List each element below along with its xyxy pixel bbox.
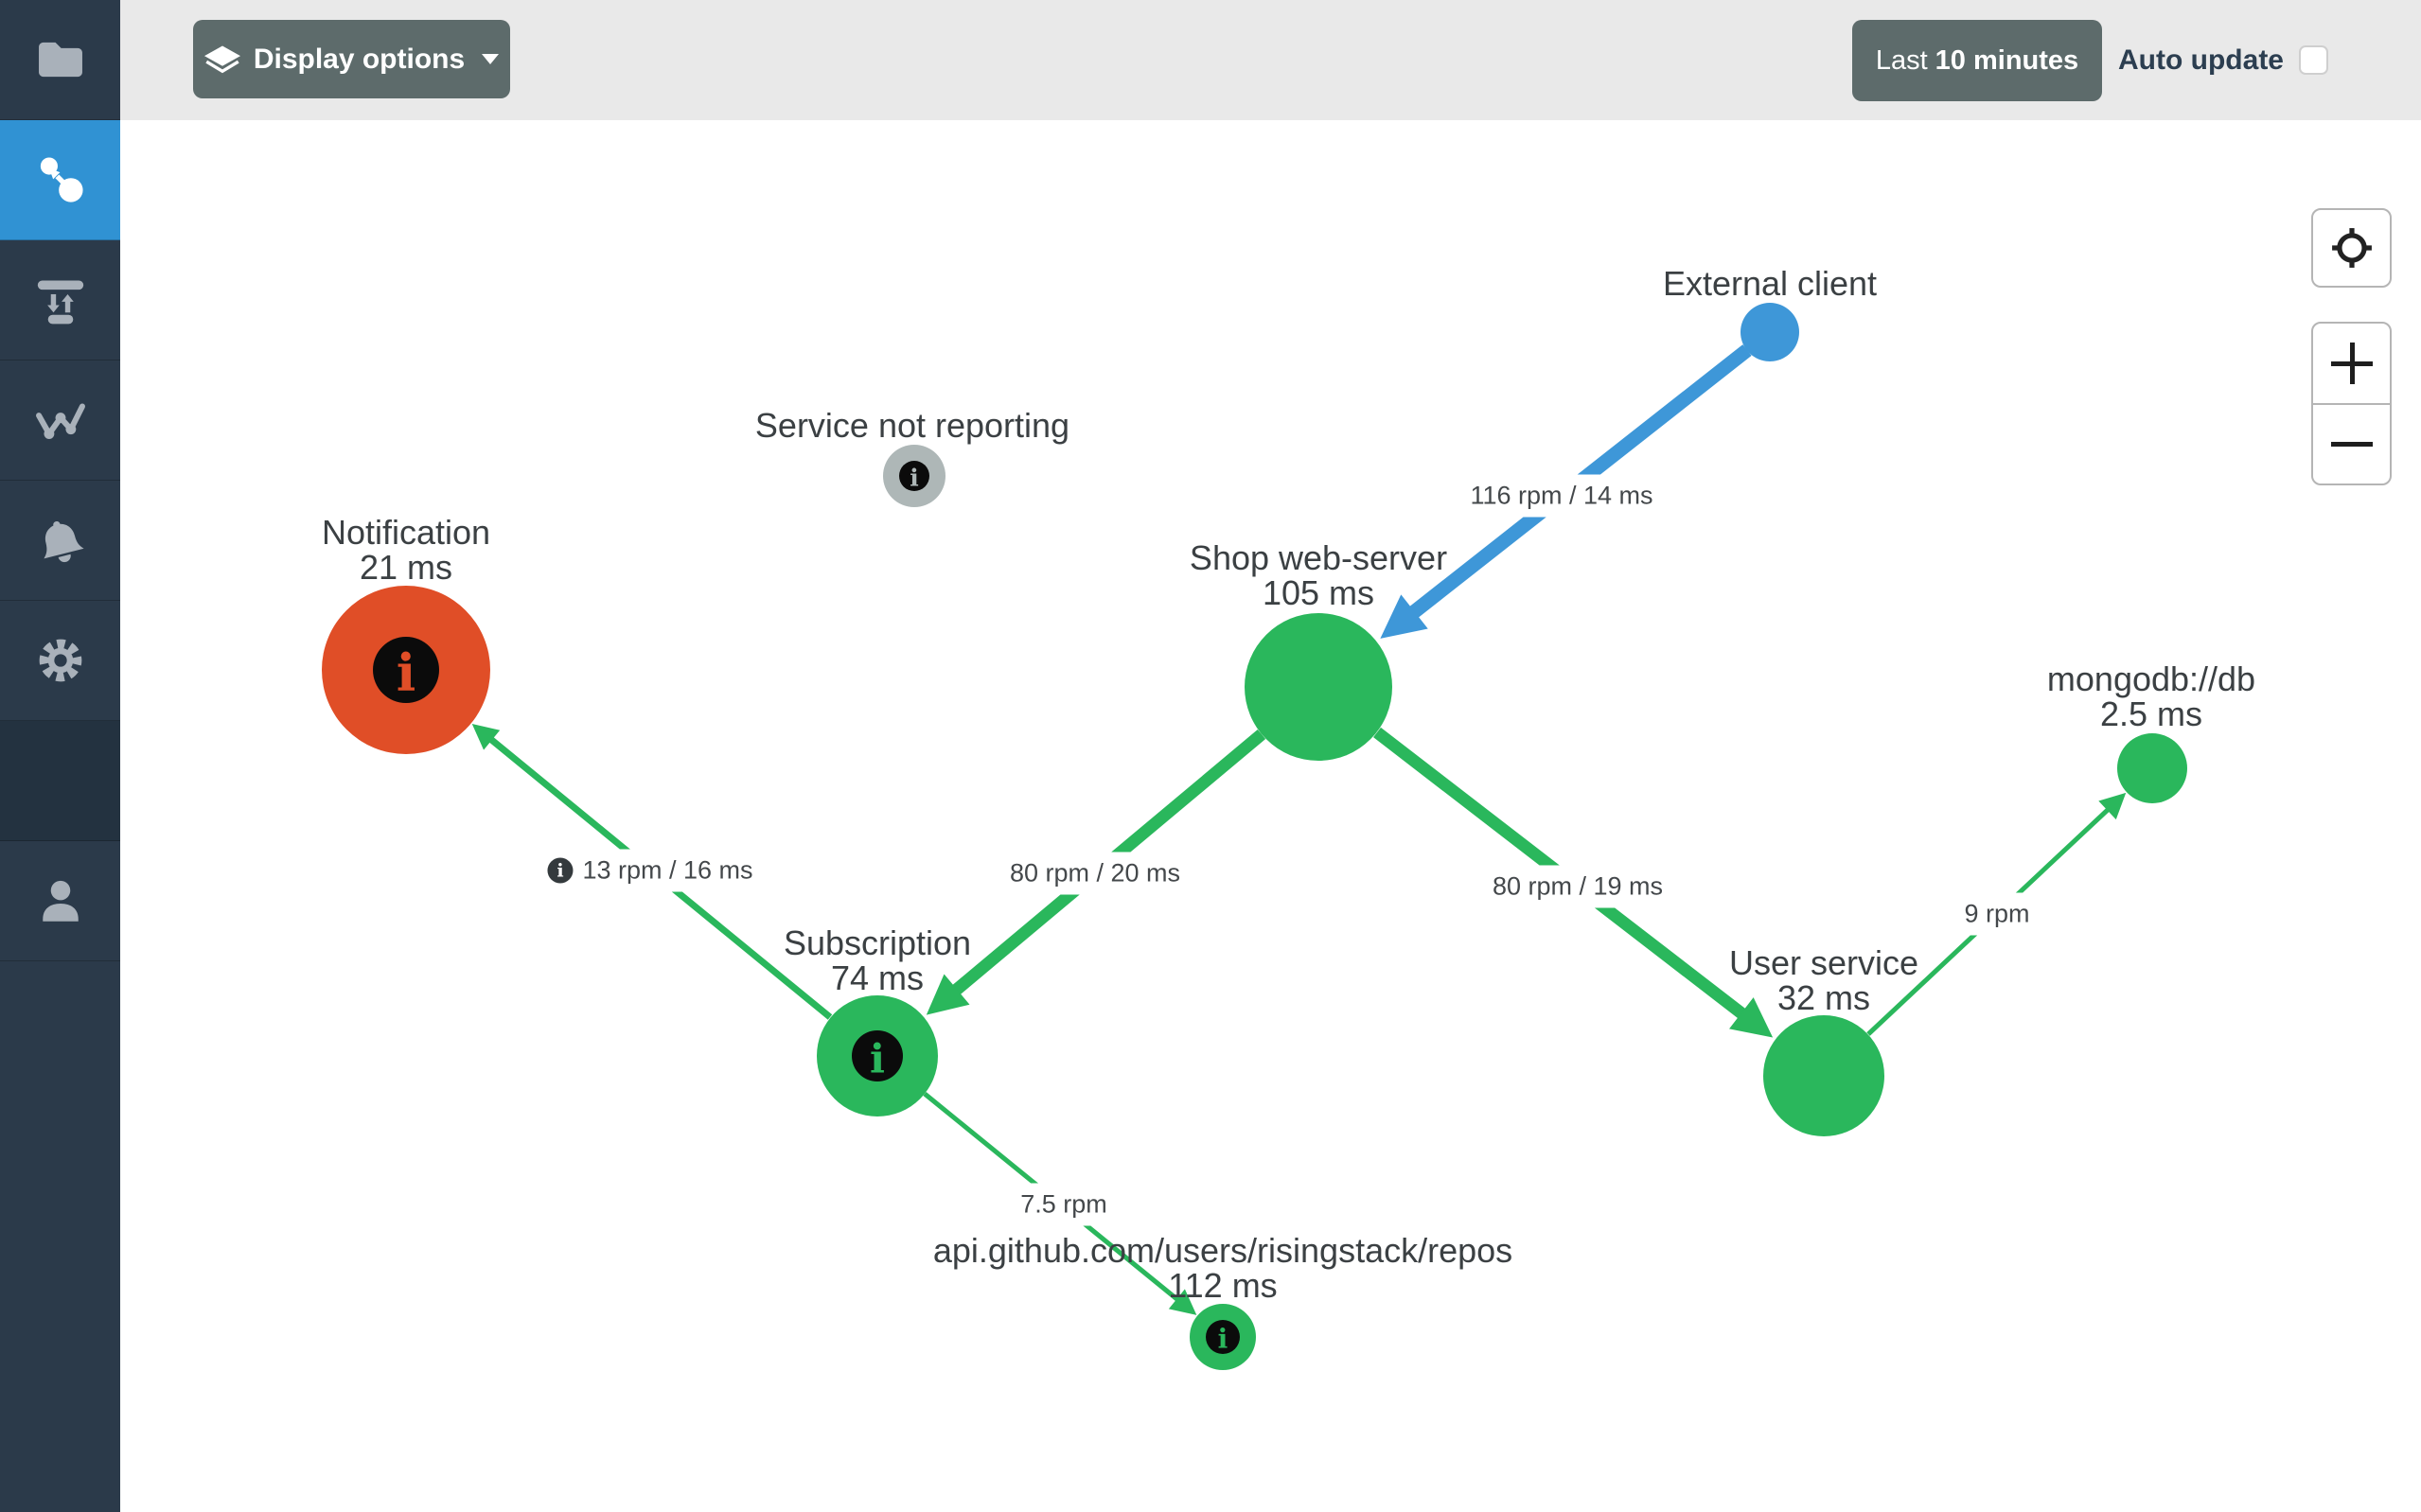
edge-label-subscription-github[interactable]: 7.5 rpm (1007, 1183, 1121, 1226)
node-github-repos[interactable]: i (1190, 1304, 1256, 1370)
time-range-button[interactable]: Last 10 minutes (1852, 20, 2102, 101)
edge-label-shop-user-service[interactable]: 80 rpm / 19 ms (1478, 865, 1677, 908)
node-external-client[interactable] (1741, 303, 1799, 361)
throughput-icon (33, 273, 88, 327)
info-icon: i (910, 465, 919, 492)
display-options-button[interactable]: Display options (193, 20, 510, 98)
recenter-button[interactable] (2311, 208, 2392, 288)
crosshair-icon (2330, 226, 2374, 270)
sidebar-item-projects[interactable] (0, 0, 120, 120)
display-options-label: Display options (253, 43, 466, 75)
alerts-bell-icon (33, 513, 88, 568)
plus-icon (2330, 342, 2373, 384)
zoom-in-button[interactable] (2313, 324, 2390, 405)
user-icon (33, 873, 88, 928)
auto-update-control: Auto update (2118, 0, 2328, 120)
node-shop-web-server[interactable] (1245, 613, 1392, 761)
sidebar-item-topology[interactable] (0, 120, 120, 240)
node-user-service[interactable] (1763, 1015, 1884, 1136)
node-label-service-not-reporting: Service not reporting (754, 406, 1070, 445)
node-service-not-reporting[interactable]: i (883, 445, 945, 507)
zoom-out-button[interactable] (2313, 405, 2390, 484)
zoom-control (2311, 322, 2392, 485)
edge-label-external-shop[interactable]: 116 rpm / 14 ms (1457, 474, 1667, 518)
toolbar: Display options Last 10 minutes Auto upd… (120, 0, 2421, 120)
warning-info-icon (547, 857, 574, 884)
info-badge (373, 637, 439, 703)
sidebar-item-user[interactable] (0, 841, 120, 961)
node-mongodb[interactable] (2117, 733, 2187, 803)
sidebar-item-throughput[interactable] (0, 240, 120, 360)
layers-icon (203, 44, 240, 74)
sidebar-spacer (0, 721, 120, 841)
topology-icon (33, 152, 88, 207)
node-notification[interactable]: i (322, 586, 490, 754)
info-icon: i (397, 642, 416, 703)
sidebar-item-settings[interactable] (0, 601, 120, 721)
time-range-prefix: Last (1875, 44, 1928, 76)
metrics-icon (33, 393, 88, 448)
info-icon: i (870, 1036, 885, 1082)
edge-label-subscription-notification[interactable]: 13 rpm / 16 ms (534, 849, 767, 892)
edge-label-shop-subscription[interactable]: 80 rpm / 20 ms (996, 852, 1194, 895)
time-range-value: 10 minutes (1935, 44, 2079, 76)
auto-update-label: Auto update (2118, 44, 2284, 76)
auto-update-checkbox[interactable] (2299, 45, 2328, 75)
minus-icon (2330, 441, 2373, 447)
sidebar (0, 0, 120, 1512)
settings-gear-icon (33, 633, 88, 688)
info-badge (852, 1030, 903, 1081)
sidebar-item-metrics[interactable] (0, 360, 120, 481)
caret-down-icon (482, 54, 500, 64)
info-badge (1206, 1320, 1240, 1354)
edge-label-user-service-mongodb[interactable]: 9 rpm (1951, 892, 2043, 936)
folder-icon (33, 32, 88, 87)
node-subscription[interactable]: i (817, 995, 938, 1116)
node-label-external-client: External client (1662, 264, 1878, 303)
info-badge (899, 461, 929, 491)
sidebar-item-alerts[interactable] (0, 481, 120, 601)
info-icon: i (1218, 1324, 1228, 1355)
